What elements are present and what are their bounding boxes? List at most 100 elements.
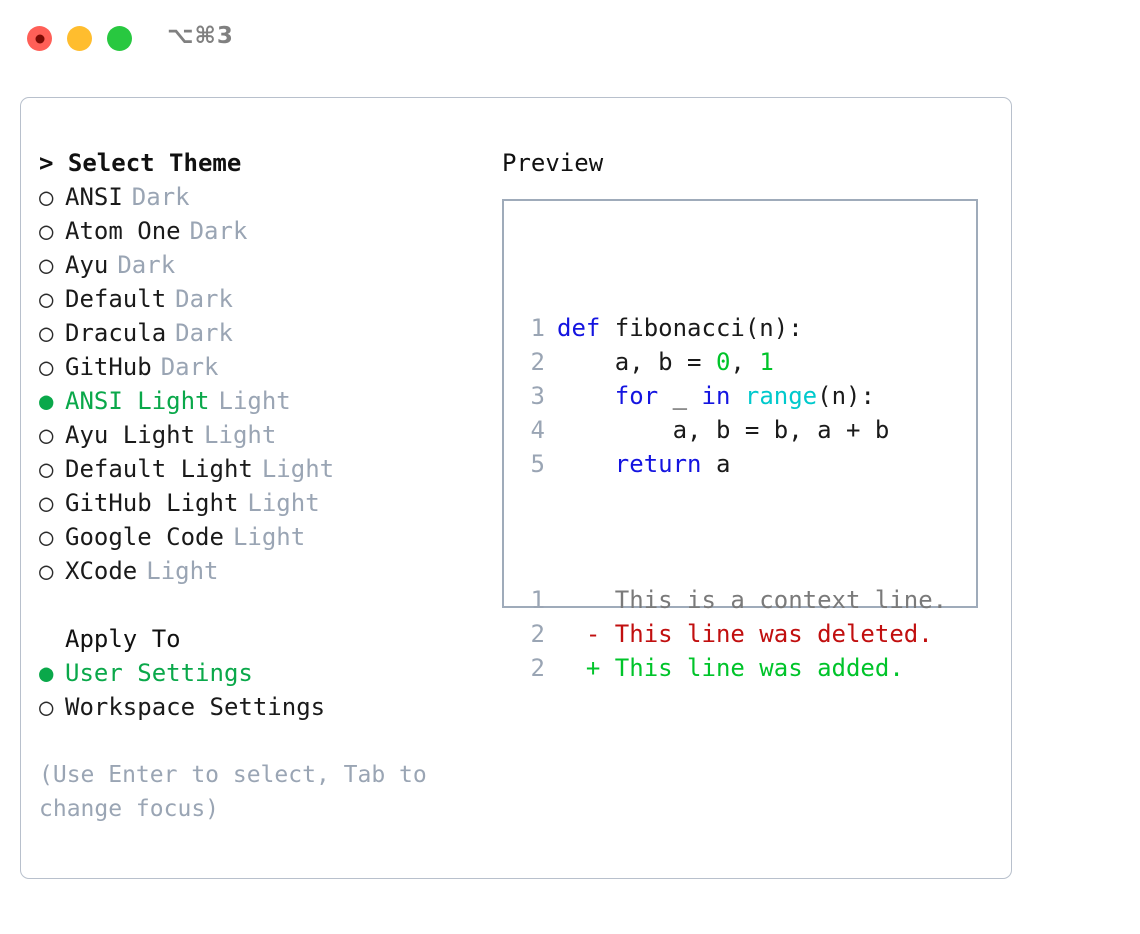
radio-unselected-icon: ○ <box>39 693 54 721</box>
diff-line-text: + This line was added. <box>557 654 904 682</box>
radio-unselected-icon: ○ <box>39 421 54 449</box>
diff-line-text: - This line was deleted. <box>557 620 933 648</box>
code-token <box>557 382 615 410</box>
theme-option-tag: Light <box>247 489 320 517</box>
theme-option-github-light[interactable]: ○ GitHub Light Light <box>39 486 479 520</box>
theme-option-tag: Light <box>261 455 335 483</box>
code-token: def <box>557 314 615 342</box>
code-token: 0 <box>715 348 731 376</box>
apply-to-list[interactable]: ● User Settings ○ Workspace Settings <box>39 656 479 724</box>
diff-line: 2 - This line was deleted. <box>515 617 970 651</box>
theme-option-tag: Light <box>146 557 219 585</box>
theme-option-xcode[interactable]: ○ XCode Light <box>39 554 479 588</box>
apply-to-option-workspace-settings[interactable]: ○ Workspace Settings <box>39 690 479 724</box>
code-line-number: 4 <box>530 416 545 444</box>
radio-unselected-icon: ○ <box>39 251 54 279</box>
theme-option-tag: Light <box>204 421 277 449</box>
code-line: 3 for _ in range(n): <box>515 379 970 413</box>
theme-option-ansi-light[interactable]: ● ANSI Light Light <box>39 384 479 418</box>
theme-option-google-code[interactable]: ○ Google Code Light <box>39 520 479 554</box>
radio-unselected-icon: ○ <box>39 353 54 381</box>
code-line-text: for _ in range(n): <box>557 379 875 413</box>
section-spacer <box>39 588 479 622</box>
zoom-button-icon[interactable] <box>107 26 132 51</box>
theme-option-label: ANSI <box>65 183 123 211</box>
code-line: 5 return a <box>515 447 970 481</box>
radio-unselected-icon: ○ <box>39 557 54 585</box>
theme-option-ansi[interactable]: ○ ANSI Dark <box>39 180 479 214</box>
theme-option-label: Ayu <box>65 251 109 279</box>
theme-option-label: Default Light <box>65 455 253 483</box>
close-button-icon[interactable] <box>27 26 52 51</box>
diff-line-number: 1 <box>530 586 545 614</box>
radio-unselected-icon: ○ <box>39 183 54 211</box>
code-line-text: def fibonacci(n): <box>557 311 803 345</box>
radio-selected-icon: ● <box>39 659 54 687</box>
radio-unselected-icon: ○ <box>39 285 54 313</box>
theme-option-tag: Dark <box>160 353 219 381</box>
minimize-button-icon[interactable] <box>67 26 92 51</box>
radio-unselected-icon: ○ <box>39 489 54 517</box>
theme-option-label: GitHub Light <box>65 489 239 517</box>
code-line-text: return a <box>557 447 731 481</box>
code-token: range <box>744 382 818 410</box>
diff-sample: 1 This is a context line.2 - This line w… <box>515 583 970 685</box>
apply-to-option-label: User Settings <box>65 659 253 687</box>
theme-option-tag: Dark <box>131 183 190 211</box>
theme-option-tag: Dark <box>175 319 233 347</box>
code-line: 2 a, b = 0, 1 <box>515 345 970 379</box>
code-line: 4 a, b = b, a + b <box>515 413 970 447</box>
code-token: fibonacci(n): <box>614 314 803 342</box>
diff-line-text: This is a context line. <box>557 586 948 614</box>
theme-option-dracula[interactable]: ○ Dracula Dark <box>39 316 479 350</box>
theme-option-tag: Light <box>218 387 291 415</box>
code-line-number: 5 <box>530 450 545 478</box>
code-token <box>730 382 744 410</box>
code-line-number: 2 <box>530 348 545 376</box>
theme-option-label: Dracula <box>65 319 167 347</box>
theme-option-tag: Dark <box>175 285 233 313</box>
traffic-light-buttons <box>27 26 132 51</box>
code-token: , <box>730 348 760 376</box>
code-token: for <box>614 382 659 410</box>
code-line: 1 def fibonacci(n): <box>515 311 970 345</box>
theme-option-tag: Light <box>232 523 306 551</box>
code-line-text: a, b = b, a + b <box>557 413 890 447</box>
code-token: return <box>614 450 702 478</box>
code-token: _ <box>658 382 702 410</box>
keyboard-hint-text: (Use Enter to select, Tab to change focu… <box>39 762 441 822</box>
code-line-number: 1 <box>530 314 545 342</box>
diff-line: 1 This is a context line. <box>515 583 970 617</box>
code-token: a <box>701 450 731 478</box>
theme-option-label: Atom One <box>65 217 181 245</box>
apply-to-option-label: Workspace Settings <box>65 693 326 721</box>
keyboard-shortcut-label: ⌥⌘3 <box>167 23 234 49</box>
theme-option-tag: Dark <box>189 217 248 245</box>
radio-selected-icon: ● <box>39 387 54 415</box>
theme-option-ayu-light[interactable]: ○ Ayu Light Light <box>39 418 479 452</box>
code-token <box>557 450 615 478</box>
diff-line-number: 2 <box>530 654 545 682</box>
radio-unselected-icon: ○ <box>39 319 54 347</box>
radio-unselected-icon: ○ <box>39 523 54 551</box>
apply-to-option-user-settings[interactable]: ● User Settings <box>39 656 479 690</box>
code-token: 1 <box>759 348 774 376</box>
code-token: (n): <box>817 382 875 410</box>
theme-option-label: Google Code <box>65 523 224 551</box>
diff-line: 2 + This line was added. <box>515 651 970 685</box>
theme-option-label: ANSI Light <box>65 387 210 415</box>
window-titlebar: ⌥⌘3 <box>0 0 1140 78</box>
theme-option-label: XCode <box>65 557 138 585</box>
apply-to-heading: Apply To <box>65 625 181 653</box>
theme-option-label: Ayu Light <box>65 421 196 449</box>
